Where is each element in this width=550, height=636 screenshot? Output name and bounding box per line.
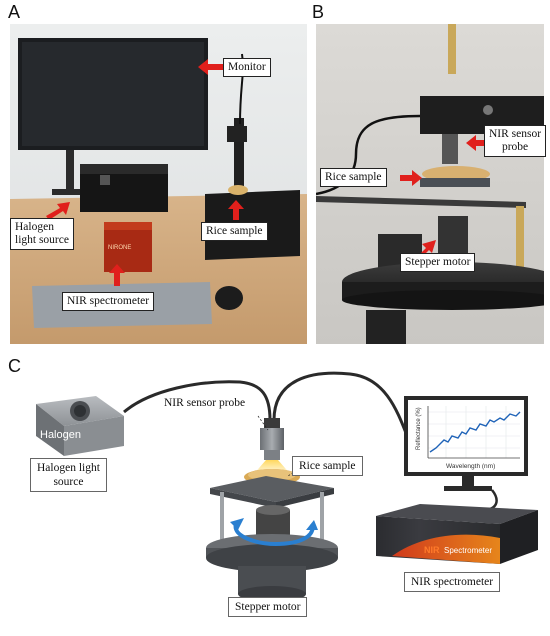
halogen-box-label: Halogen (40, 429, 81, 441)
callout-nir-spectrometer-a: NIR spectrometer (62, 292, 155, 311)
spectrum-line (429, 411, 521, 453)
rotation-arrow-icon (230, 518, 318, 547)
halogen-light-box (80, 172, 168, 212)
callout-probe-line1: NIR sensor (489, 128, 542, 140)
callout-probe-line2: probe (501, 141, 529, 153)
callout-rice-sample-b: Rice sample (320, 168, 387, 187)
fiber-cable-icon (272, 371, 414, 449)
red-arrow-icon (46, 202, 70, 220)
caption-nir-spectrometer-c: NIR spectrometer (404, 572, 501, 592)
red-arrow-icon (466, 135, 486, 151)
caption-halogen-line1: Halogen light (37, 462, 100, 474)
spectrometer-brand-nir: NIR (424, 545, 440, 555)
fiber-cable-icon (481, 489, 498, 512)
chart-ylabel: Reflectance (%) (416, 407, 422, 450)
spectrometer-brand-word: Spectrometer (444, 546, 492, 555)
callout-halogen-line2: light source (15, 234, 69, 246)
panel-label-a: A (8, 2, 21, 22)
callout-halogen-line1: Halogen (15, 221, 54, 233)
caption-rice-sample-c: Rice sample (292, 456, 363, 476)
nir-spectrometer-box: NIR Spectrometer (376, 504, 538, 564)
red-arrow-icon (228, 200, 244, 220)
halogen-lamp-box: Halogen (36, 396, 124, 456)
panel-label-c: C (8, 356, 21, 376)
red-arrow-icon (198, 59, 223, 75)
caption-nir-sensor-probe: NIR sensor probe (164, 397, 246, 409)
red-arrow-icon (109, 264, 125, 286)
nir-probe (252, 418, 292, 476)
chart-xlabel: Wavelength (nm) (446, 463, 495, 470)
red-arrow-icon (400, 170, 422, 186)
callout-halogen-light-source: Halogen light source (10, 218, 74, 250)
callout-rice-sample-a: Rice sample (201, 222, 268, 241)
nir-spectrometer-device (104, 222, 152, 272)
fiber-cable-icon (123, 380, 272, 421)
sample-stage (206, 469, 338, 602)
caption-stepper-motor-c: Stepper motor (228, 597, 308, 617)
probe-rod (448, 24, 456, 74)
caption-halogen-line2: source (53, 476, 84, 488)
caption-halogen-light-source: Halogen light source (30, 458, 107, 492)
callout-nir-sensor-probe-b: NIR sensor probe (484, 125, 547, 157)
spectrum-display-monitor: Reflectance (%) Wavelength (nm) (404, 396, 528, 491)
callout-stepper-motor-b: Stepper motor (400, 253, 476, 272)
panel-label-b: B (312, 2, 325, 22)
callout-monitor: Monitor (223, 58, 271, 77)
mouse (215, 286, 243, 310)
panel-c-schematic: Halogen (36, 371, 538, 602)
device-brand: NIRONE (108, 245, 131, 251)
